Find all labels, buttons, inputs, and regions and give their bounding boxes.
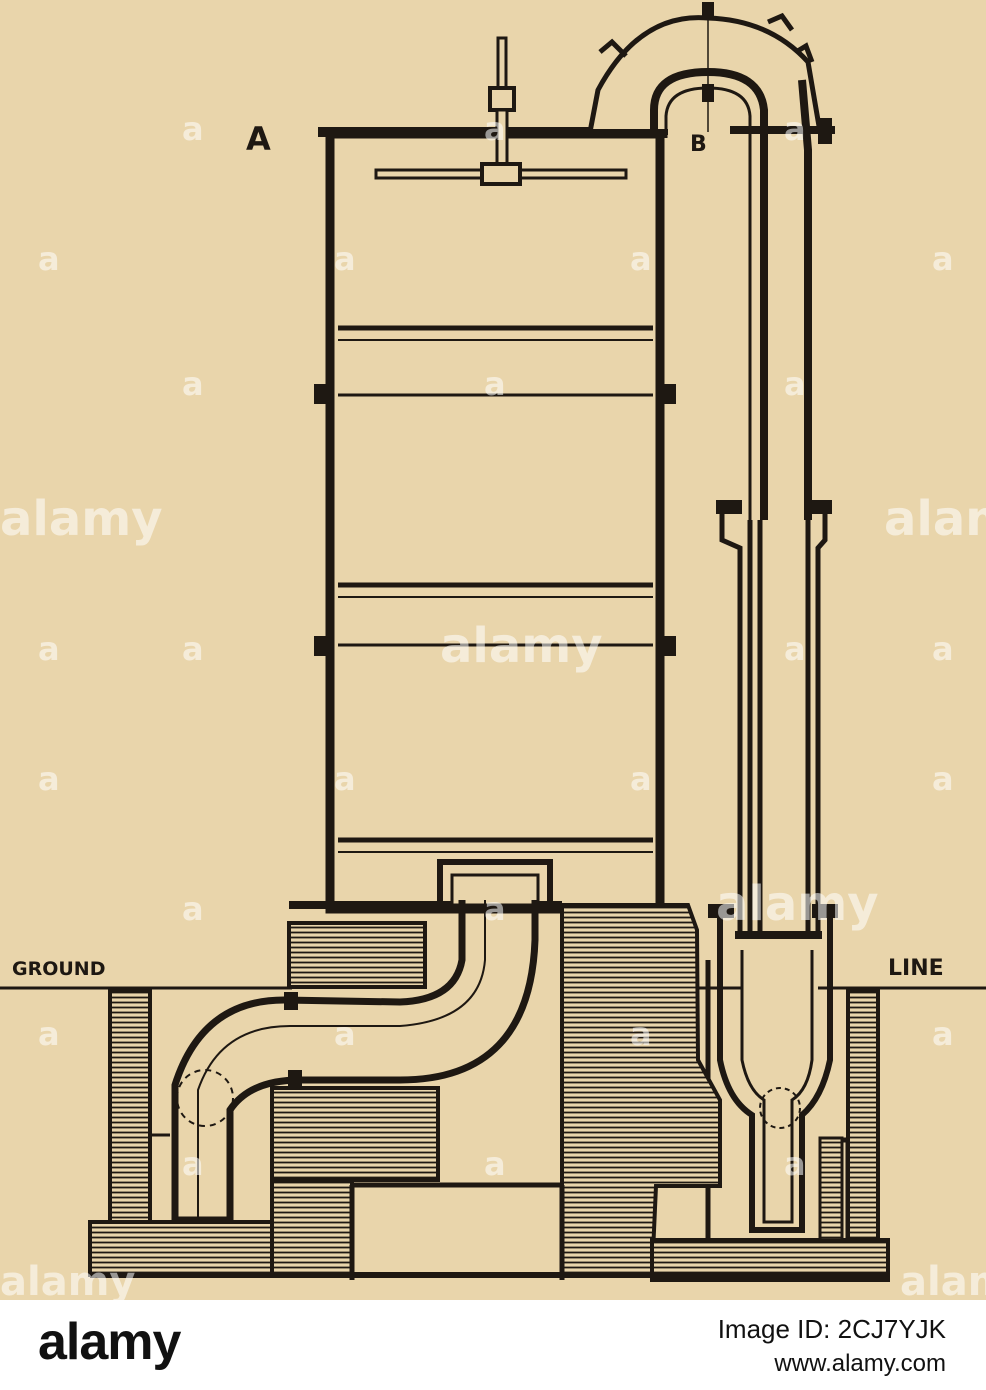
footer-url: www.alamy.com [774,1350,946,1377]
watermark-tile: a [784,365,806,403]
tank-stirrer [374,36,628,186]
masonry-foundation [88,901,890,1282]
watermark-tile: a [932,240,954,278]
watermark-tile: a [182,890,204,928]
watermark-text: alamy [900,1259,986,1300]
watermark-tile: a [484,890,506,928]
dome-and-pipe [587,2,838,939]
label-line: LINE [888,956,944,981]
watermark-text: alamy [884,491,986,547]
label-ground: GROUND [12,958,105,980]
footer-logo: alamy [38,1313,181,1371]
footer-image-id: Image ID: 2CJ7YJK [717,1314,946,1344]
watermark-tile: a [630,760,652,798]
watermark-tile: a [334,1015,356,1053]
label-a: A [246,120,271,158]
watermark-tile: a [38,630,60,668]
watermark-tile: a [334,760,356,798]
watermark-tile: a [630,240,652,278]
main-tank [314,127,676,914]
watermark-tile: a [38,240,60,278]
watermark-tile: a [484,365,506,403]
watermark-tile: a [932,760,954,798]
watermark-overlay: alamy alamy alamy alamy alamy alamy a a … [0,110,986,1300]
watermark-tile: a [182,1145,204,1183]
watermark-tile: a [784,1145,806,1183]
diagram-figure: A B GROUND LINE alamy alamy alamy alamy … [0,2,986,1300]
watermark-tile: a [932,1015,954,1053]
watermark-text: alamy [0,491,163,547]
watermark-tile: a [932,630,954,668]
stock-footer: alamy Image ID: 2CJ7YJK www.alamy.com [0,1300,986,1390]
watermark-tile: a [784,630,806,668]
watermark-text: alamy [440,618,603,674]
watermark-tile: a [784,110,806,148]
watermark-tile: a [334,240,356,278]
watermark-text: alamy [0,1259,135,1300]
label-b: B [690,132,707,157]
watermark-tile: a [484,110,506,148]
watermark-tile: a [484,1145,506,1183]
watermark-tile: a [38,760,60,798]
watermark-tile: a [38,1015,60,1053]
watermark-tile: a [182,630,204,668]
watermark-tile: a [630,1015,652,1053]
watermark-tile: a [182,365,204,403]
inlet-pipe [148,859,553,1224]
watermark-tile: a [182,110,204,148]
watermark-text: alamy [716,876,879,932]
